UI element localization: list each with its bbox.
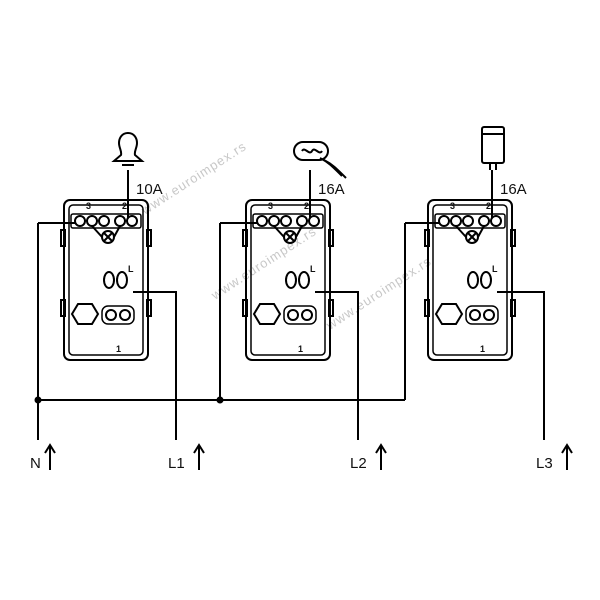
watermark-2: www.euroimpex.rs [323,253,434,333]
module-1-phase-wire [133,291,177,440]
neutral-arrow-icon [44,443,56,470]
switch-module-3: 3 2 L 1 [424,199,516,361]
terminal-2-label: 2 [486,201,491,211]
terminal-2-label: 2 [304,201,309,211]
terminal-l-label: L [128,264,134,274]
l1-arrow-icon [193,443,205,470]
module-3-phase-wire [497,291,545,440]
heater-icon [293,141,347,179]
terminal-2-label: 2 [122,201,127,211]
light-bulb-icon [111,131,145,166]
terminal-1-label: 1 [480,344,485,354]
l2-arrow-icon [375,443,387,470]
boiler-icon [481,126,505,170]
terminal-3-label: 3 [268,201,273,211]
module-2-rating: 16A [318,181,345,198]
neutral-label: N [30,455,41,472]
switch-module-2: 3 2 L 1 [242,199,334,361]
module-1-rating: 10A [136,181,163,198]
junction-dot [34,396,42,404]
phase-l2-label: L2 [350,455,367,472]
module-3-rating: 16A [500,181,527,198]
terminal-3-label: 3 [86,201,91,211]
l3-arrow-icon [561,443,573,470]
watermark-1: www.euroimpex.rs [138,138,249,218]
terminal-3-label: 3 [450,201,455,211]
terminal-l-label: L [310,264,316,274]
switch-module-1: 3 2 L 1 [60,199,152,361]
terminal-1-label: 1 [116,344,121,354]
phase-l3-label: L3 [536,455,553,472]
watermark-3: www.euroimpex.rs [208,223,319,303]
terminal-1-label: 1 [298,344,303,354]
terminal-l-label: L [492,264,498,274]
phase-l1-label: L1 [168,455,185,472]
